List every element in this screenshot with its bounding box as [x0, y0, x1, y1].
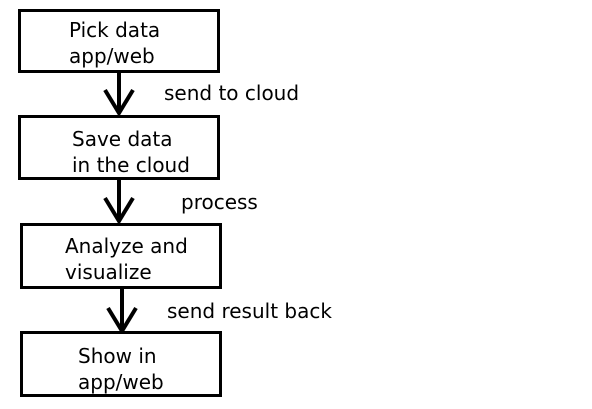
- step-text-line: in the cloud: [72, 153, 190, 177]
- step-text-line: Pick data: [69, 18, 161, 42]
- step-box-pick-data: Pick data app/web: [18, 9, 220, 73]
- edge-label-send-result-back: send result back: [167, 299, 332, 323]
- arrow-2: [103, 179, 135, 225]
- step-box-show: Show in app/web: [20, 331, 222, 397]
- step-text-line: Analyze and: [65, 234, 188, 258]
- edge-label-send-to-cloud: send to cloud: [164, 81, 300, 105]
- step-text-line: visualize: [65, 260, 152, 284]
- step-text-line: Show in: [78, 344, 157, 368]
- arrow-3: [106, 288, 138, 335]
- edge-label-process: process: [181, 190, 258, 214]
- step-text-line: app/web: [78, 370, 164, 394]
- arrow-1: [103, 72, 135, 117]
- step-box-save-data: Save data in the cloud: [18, 115, 220, 180]
- step-box-analyze: Analyze and visualize: [20, 223, 222, 289]
- step-text-line: app/web: [69, 44, 155, 68]
- step-text-line: Save data: [72, 127, 173, 151]
